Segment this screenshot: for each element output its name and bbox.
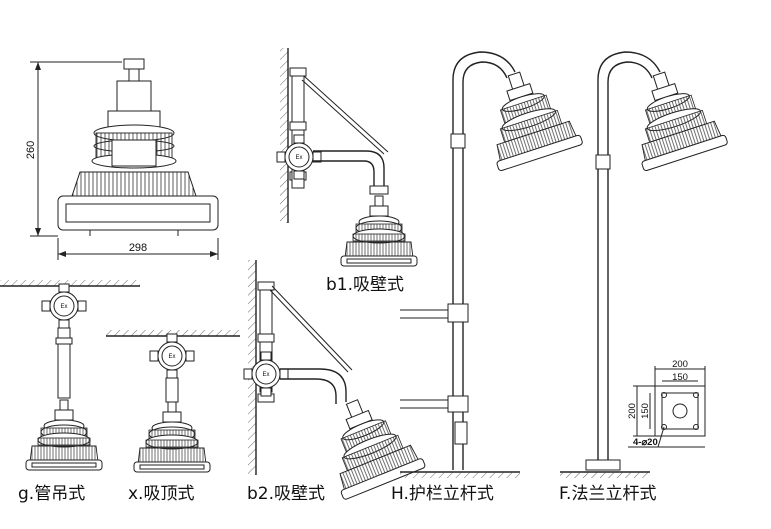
b1-ex-mark: Ex: [295, 155, 302, 161]
flange-inner-v-label: 150: [640, 403, 651, 419]
caption-h: H.护栏立杆式: [391, 484, 494, 504]
wall-mount-b2-drawing: Ex: [243, 260, 427, 501]
width-label: 298: [129, 242, 147, 254]
caption-x: x.吸顶式: [128, 484, 194, 504]
guardrail-pole-h-drawing: [400, 51, 584, 478]
flange-detail: 200 150 200 150 4-⌀20: [627, 359, 706, 448]
flange-pole-f-drawing: [560, 51, 729, 478]
main-lamp-drawing: [57, 58, 219, 236]
g-ex-mark: Ex: [60, 304, 67, 310]
b2-ex-mark: Ex: [262, 372, 269, 378]
wall-mount-b1-drawing: Ex: [276, 48, 418, 267]
height-label: 260: [25, 141, 37, 159]
bolt-holes-label: 4-⌀20: [633, 437, 658, 448]
ceiling-x-drawing: Ex: [106, 330, 240, 473]
flange-inner-label: 150: [672, 372, 688, 383]
flange-outer-v-label: 200: [627, 403, 638, 419]
caption-b2: b2.吸壁式: [247, 484, 325, 504]
pendant-g-drawing: Ex: [0, 280, 140, 471]
caption-b1: b1.吸壁式: [326, 275, 404, 295]
height-dimension: 260: [25, 61, 122, 237]
caption-g: g.管吊式: [18, 484, 85, 504]
x-ex-mark: Ex: [168, 354, 175, 360]
flange-outer-label: 200: [672, 359, 688, 370]
width-dimension: 298: [57, 238, 219, 260]
caption-f: F.法兰立杆式: [559, 484, 656, 504]
